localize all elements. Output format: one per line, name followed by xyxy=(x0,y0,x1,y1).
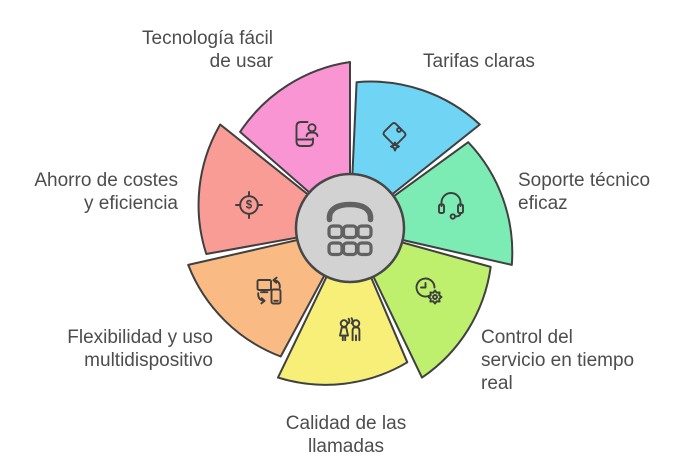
mobile-user-icon xyxy=(295,121,319,147)
phone-keypad-icon xyxy=(326,201,374,257)
device-sync-icon xyxy=(256,276,282,305)
dollar-target-icon: $ xyxy=(235,191,263,219)
label-tecnologia: Tecnología fácil de usar xyxy=(142,28,273,73)
label-calidad: Calidad de las llamadas xyxy=(285,413,407,458)
people-talking-icon xyxy=(339,317,361,342)
center-hub xyxy=(294,172,406,284)
dollar-glyph: $ xyxy=(246,200,253,212)
label-tarifas: Tarifas claras xyxy=(423,51,535,72)
label-flexibilidad: Flexibilidad y uso multidispositivo xyxy=(67,327,213,372)
label-soporte: Soporte técnico eficaz xyxy=(518,170,651,215)
price-tag-icon xyxy=(382,122,407,152)
label-ahorro: Ahorro de costes y eficiencia xyxy=(34,170,178,215)
clock-gear-icon xyxy=(415,277,443,305)
segment-calidad xyxy=(277,227,409,386)
label-control: Control del servicio en tiempo real xyxy=(481,327,635,395)
headset-icon xyxy=(438,192,464,220)
